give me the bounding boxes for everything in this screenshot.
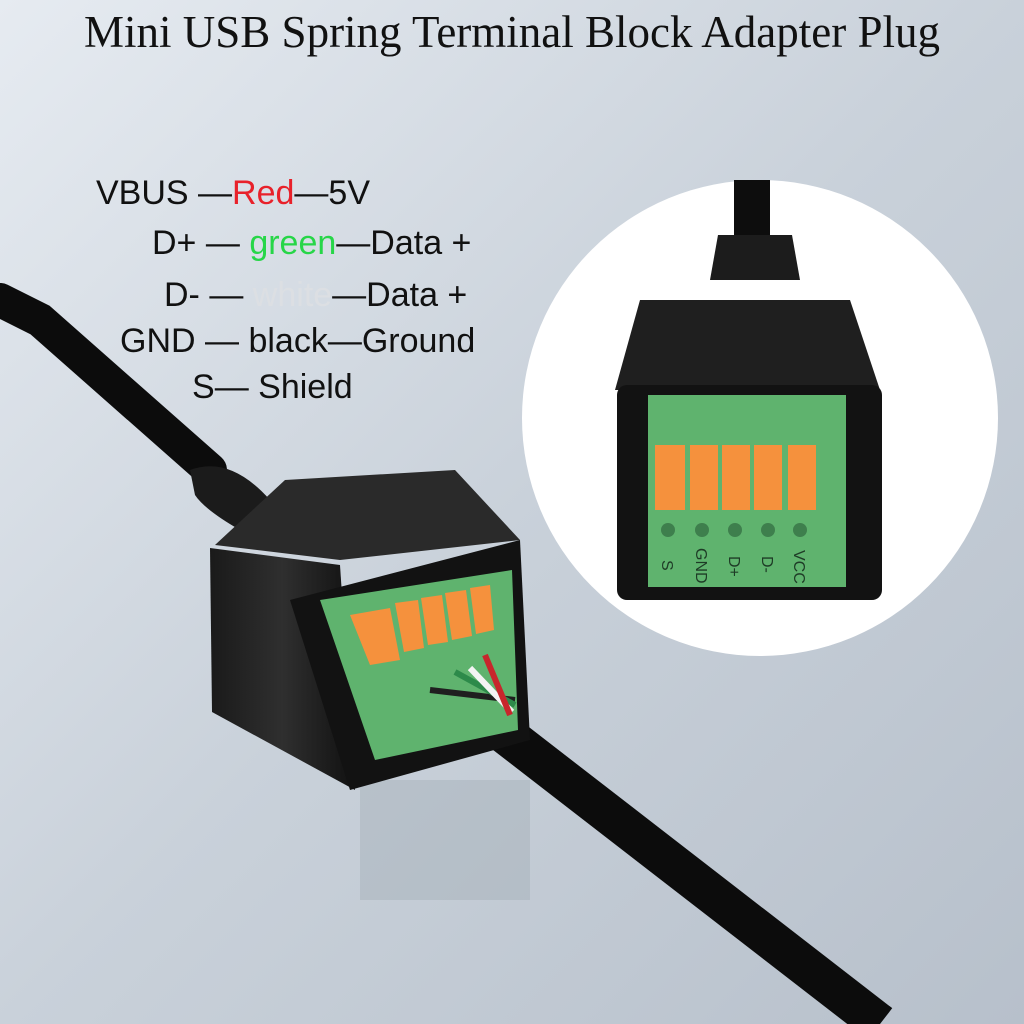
orange-levers-main: [350, 585, 494, 665]
blurred-reflection: [360, 780, 530, 900]
zoom-screw-holes: [661, 523, 807, 537]
wire-color: white: [252, 276, 333, 314]
wire-color: Red: [232, 174, 295, 212]
pin-name: S: [192, 368, 215, 406]
pinout-row-vbus: VBUS —Red—5V: [96, 174, 371, 212]
pin-name: VBUS: [96, 174, 189, 212]
terminal-label-vcc: VCC: [790, 550, 807, 584]
terminal-label-dp: D+: [725, 556, 742, 577]
wires-main: [429, 653, 517, 717]
pin-name: GND: [120, 322, 196, 360]
zoom-housing-top: [615, 300, 880, 390]
page-title: Mini USB Spring Terminal Block Adapter P…: [83, 7, 940, 57]
pin-meaning: Data +: [366, 276, 468, 314]
cable-upper: [0, 283, 227, 487]
pin-meaning: Ground: [361, 322, 476, 360]
pinout-row-gnd: GND — black—Ground: [120, 322, 476, 360]
pinout-row-dminus: D- — white—Data +: [164, 276, 468, 314]
pin-meaning: Shield: [258, 368, 353, 406]
pin-name: D+: [152, 224, 197, 262]
cable-lower: [487, 714, 893, 1024]
wire-color: green: [249, 224, 337, 262]
adapter-main: [190, 466, 530, 790]
zoom-adapter: [615, 180, 882, 600]
zoom-strain-relief: [710, 235, 800, 280]
terminal-label-dm: D-: [758, 556, 775, 573]
adapter-top: [215, 470, 520, 560]
pinout-row-shield: S— Shield: [192, 368, 353, 406]
terminal-label-s: S: [658, 560, 675, 571]
pin-name: D-: [164, 276, 200, 314]
pinout-row-dplus: D+ — green—Data +: [152, 224, 472, 262]
pin-meaning: Data +: [370, 224, 472, 262]
wire-color: black: [248, 322, 328, 360]
zoom-levers: [655, 445, 816, 510]
terminal-label-gnd: GND: [692, 548, 709, 584]
pin-meaning: 5V: [328, 174, 371, 212]
